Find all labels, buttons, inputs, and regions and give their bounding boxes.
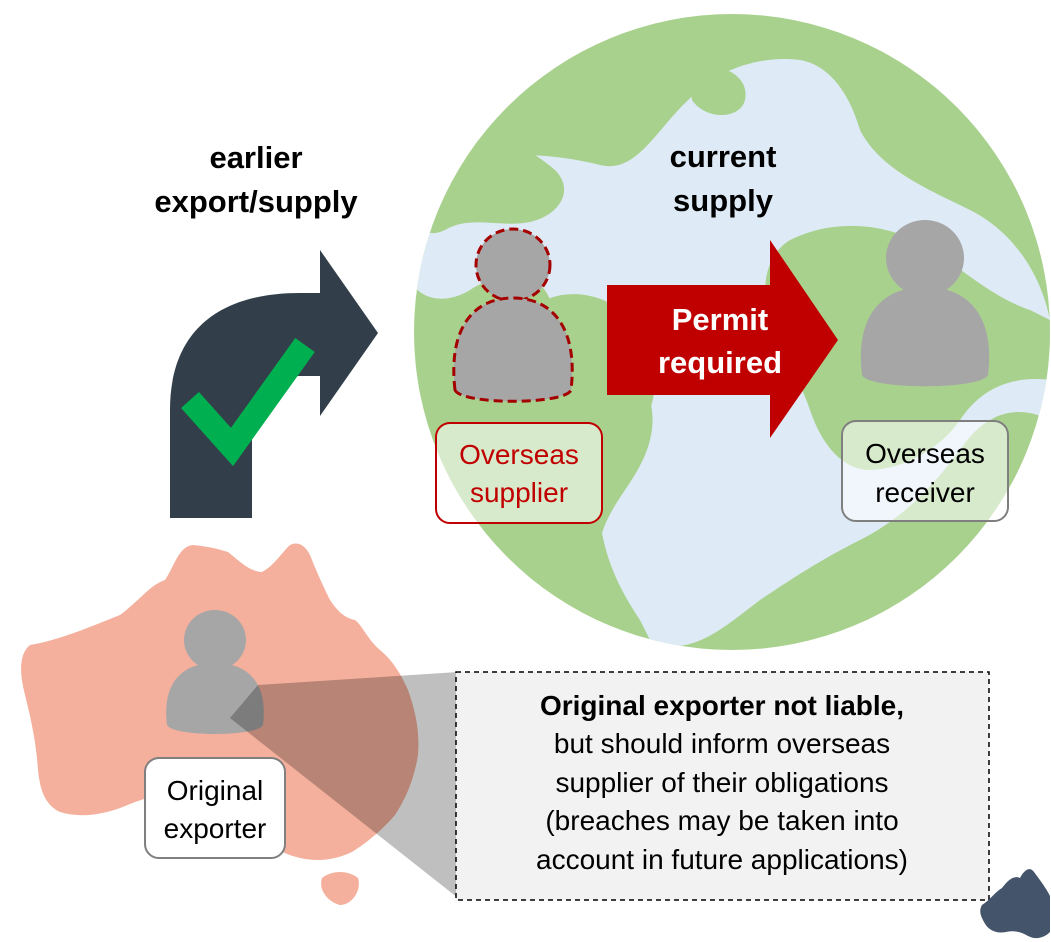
original-exporter-label-line2: exporter — [164, 813, 267, 844]
original-exporter-label-line1: Original — [167, 775, 263, 806]
overseas-receiver-box — [841, 420, 1009, 522]
permit-label-line2: required — [658, 345, 782, 380]
liability-note-line: (breaches may be taken into — [545, 805, 898, 836]
right-arrow-icon — [607, 240, 838, 438]
overseas-supplier-label-line1: Overseas — [459, 439, 579, 470]
earlier-label-line2: export/supply — [154, 184, 358, 219]
liability-note-box — [455, 671, 990, 901]
liability-note-title: Original exporter not liable, — [540, 690, 904, 721]
overseas-supplier-label-line2: supplier — [470, 477, 568, 508]
globe-island — [690, 66, 746, 115]
original-exporter-box — [144, 757, 286, 859]
permit-label-line1: Permit — [672, 302, 768, 337]
liability-note-line: account in future applications) — [536, 844, 908, 875]
overseas-supplier-box — [435, 422, 603, 524]
current-label-line2: supply — [673, 183, 774, 218]
overseas-receiver-label-line1: Overseas — [865, 438, 985, 469]
earlier-label-line1: earlier — [209, 140, 302, 175]
checkmark-icon — [181, 338, 315, 467]
overseas-receiver-person-icon — [860, 220, 990, 387]
tasmania-map — [321, 872, 359, 905]
callout-pointer — [230, 672, 458, 898]
liability-note-line: supplier of their obligations — [555, 767, 888, 798]
overseas-receiver-label-line2: receiver — [875, 477, 975, 508]
australia-map-icon — [980, 869, 1050, 939]
overseas-supplier-person-icon — [452, 227, 574, 403]
current-label-line1: current — [670, 139, 777, 174]
original-exporter-person-icon — [166, 610, 264, 734]
liability-note-line: but should inform overseas — [554, 728, 890, 759]
